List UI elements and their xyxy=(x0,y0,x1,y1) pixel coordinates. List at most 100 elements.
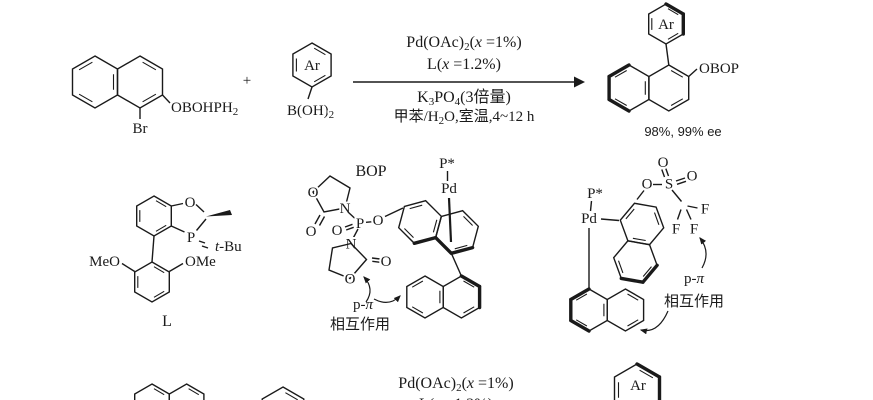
conditions-line-2: L(x =1.2%) xyxy=(419,396,493,400)
double-bonds xyxy=(404,204,438,238)
conditions-line-2: L(x =1.2%) xyxy=(427,56,501,73)
o-label: O xyxy=(642,177,653,193)
interaction-arrow xyxy=(699,237,707,269)
o-label: O xyxy=(373,213,384,229)
bond xyxy=(347,211,356,220)
double-bonds xyxy=(78,61,115,103)
bond xyxy=(171,225,185,233)
double-bonds xyxy=(670,70,684,106)
bold-bonds xyxy=(664,2,685,36)
ome-label: OMe xyxy=(185,254,216,270)
double-bonds xyxy=(411,280,441,314)
bond xyxy=(195,218,207,231)
o-label: O xyxy=(658,155,669,171)
pd-label: Pd xyxy=(581,211,597,227)
bond xyxy=(171,202,184,207)
bold-bonds xyxy=(459,274,482,310)
stereo-dash xyxy=(201,245,209,249)
bond xyxy=(365,221,372,223)
p-star-label: P* xyxy=(439,156,455,172)
bond xyxy=(671,189,683,202)
reactant-arylboronic-acid: Ar B(OH)2 xyxy=(285,42,336,123)
double-bonds xyxy=(463,280,475,314)
p-pi-label: p-π xyxy=(684,271,705,287)
ligand-label: L xyxy=(162,313,172,330)
conditions-line-3: K3PO4(3倍量) xyxy=(417,88,511,108)
bond xyxy=(384,207,404,218)
double-bonds xyxy=(617,260,652,277)
ar-label: Ar xyxy=(658,17,674,33)
o-label: O xyxy=(308,185,319,201)
o-label: O xyxy=(332,223,343,239)
f-label: F xyxy=(672,222,680,238)
bond xyxy=(121,262,136,273)
br-label: Br xyxy=(133,121,148,137)
s-label: S xyxy=(665,177,673,193)
bond xyxy=(195,203,205,213)
double-bonds xyxy=(137,266,165,298)
bond xyxy=(675,177,686,182)
biaryl-bond xyxy=(665,43,670,66)
pd-triflate-intermediate: P* Pd O S O O F F F p-π 相互作用 xyxy=(569,153,724,335)
reaction-arrow-conditions: Pd(OAc)2(x =1%) L(x =1.2%) K3PO4(3倍量) 甲苯… xyxy=(353,34,585,127)
bond xyxy=(344,223,353,228)
bond xyxy=(168,262,184,273)
yield-label: 98%, 99% ee xyxy=(644,124,721,139)
bold-bonds xyxy=(607,63,631,113)
bond xyxy=(676,180,687,185)
bond xyxy=(589,200,593,212)
bold-bonds xyxy=(569,287,591,333)
interaction-arrow xyxy=(373,295,401,303)
n-label: N xyxy=(340,201,351,217)
obop-label: OBOP xyxy=(699,61,739,77)
benzene-ring xyxy=(261,386,305,400)
bond xyxy=(676,209,682,220)
plus-sign: + xyxy=(243,73,251,89)
double-bonds xyxy=(651,8,679,40)
bold-bonds xyxy=(619,263,659,284)
second-scheme-partial: Pd(OAc)2(x =1%) L(x =1.2%) Ar xyxy=(133,362,662,400)
bold-bonds xyxy=(635,362,662,400)
conditions-line-1: Pd(OAc)2(x =1%) xyxy=(398,375,513,394)
methyl-wedge xyxy=(206,210,232,217)
o-label: O xyxy=(345,272,356,288)
bold-bonds xyxy=(434,236,475,255)
p-pi-label: p-π xyxy=(353,297,374,313)
double-bonds xyxy=(625,208,660,242)
p-star-label: P* xyxy=(587,186,603,202)
dimethoxyphenyl-ring xyxy=(133,261,171,303)
bond xyxy=(318,216,326,226)
tbu-label: t-Bu xyxy=(215,239,242,255)
double-bonds xyxy=(575,293,605,327)
bond xyxy=(314,214,321,225)
bond xyxy=(685,209,692,220)
double-bonds xyxy=(285,392,298,400)
product-structure: Ar OBOP 98%, 99% ee xyxy=(607,2,741,139)
double-bonds xyxy=(188,388,200,396)
naphthyl-ring-right xyxy=(606,288,645,332)
reactant-bromonaphthalene: Br OBOHPH2 xyxy=(71,55,240,139)
bop-label: BOP xyxy=(355,163,386,180)
biaryl-bond xyxy=(450,252,463,277)
interaction-arrow xyxy=(363,276,371,303)
p-label: P xyxy=(187,230,195,246)
ar-label: Ar xyxy=(304,58,320,74)
interaction-label: 相互作用 xyxy=(330,316,390,333)
reaction-arrowhead xyxy=(574,76,585,88)
f-label: F xyxy=(701,202,709,218)
stereo-dash xyxy=(198,240,206,244)
biaryl-bond xyxy=(151,235,155,263)
double-bonds xyxy=(617,369,654,398)
bond xyxy=(372,260,381,263)
conditions-line-1: Pd(OAc)2(x =1%) xyxy=(406,34,521,53)
bold-bonds xyxy=(412,235,438,245)
boronic-acid-label: B(OH)2 xyxy=(287,103,334,121)
interaction-label: 相互作用 xyxy=(664,293,724,310)
naphthalene-ring-right xyxy=(168,383,205,400)
double-bonds xyxy=(139,200,167,232)
bond xyxy=(307,86,313,100)
bond xyxy=(352,228,359,238)
bond xyxy=(687,205,698,209)
double-bonds xyxy=(153,388,165,396)
o-label: O xyxy=(185,195,196,211)
